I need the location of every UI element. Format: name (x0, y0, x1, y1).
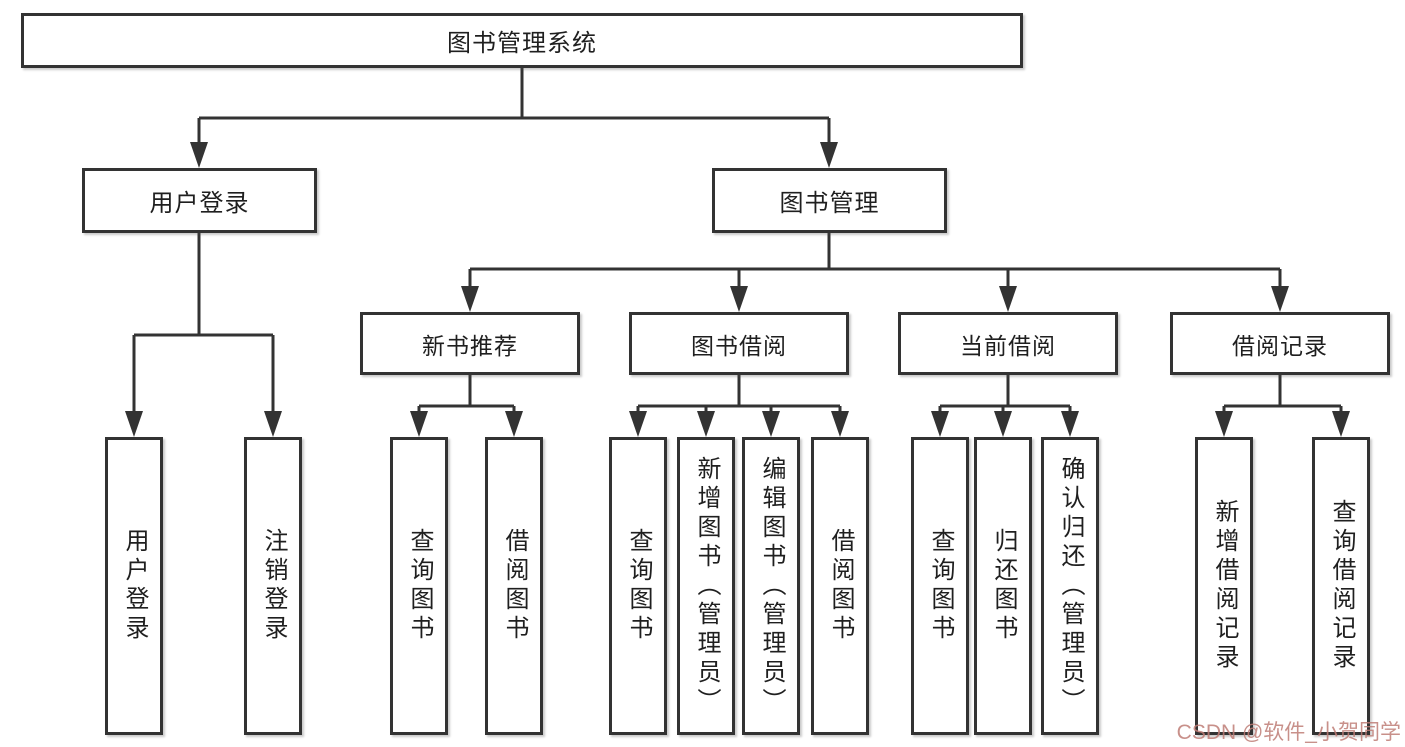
connector-book-borrow-to-leaves (629, 375, 849, 437)
leaf-query-borrow-record: 查询借阅记录 (1312, 437, 1370, 735)
node-new-book-recommendation: 新书推荐 (360, 312, 580, 375)
node-label: 用户登录 (121, 528, 148, 644)
leaf-user-login: 用户登录 (105, 437, 163, 735)
node-user-login: 用户登录 (82, 168, 317, 233)
node-book-management: 图书管理 (712, 168, 947, 233)
leaf-add-borrow-record: 新增借阅记录 (1195, 437, 1253, 735)
connector-current-borrow-to-leaves (931, 375, 1079, 437)
node-label: 图书管理 (779, 190, 880, 217)
leaf-confirm-return-admin: 确认归还（管理员） (1041, 437, 1099, 735)
leaf-query-books-borrow: 查询图书 (609, 437, 667, 735)
node-book-borrowing: 图书借阅 (629, 312, 849, 375)
node-label: 图书管理系统 (447, 30, 597, 57)
leaf-query-books-recommend: 查询图书 (390, 437, 448, 735)
node-label: 用户登录 (149, 190, 250, 217)
node-label: 借阅图书 (827, 528, 854, 644)
node-current-borrowing: 当前借阅 (898, 312, 1118, 375)
node-label: 查询图书 (625, 528, 652, 644)
connector-new-book-to-leaves (410, 375, 523, 437)
node-label: 图书借阅 (691, 332, 787, 359)
node-label: 借阅记录 (1232, 332, 1328, 359)
leaf-return-books: 归还图书 (974, 437, 1032, 735)
node-label: 新书推荐 (422, 332, 518, 359)
node-label: 注销登录 (260, 528, 287, 644)
connector-borrow-records-to-leaves (1215, 375, 1350, 437)
node-label: 查询借阅记录 (1328, 499, 1355, 673)
node-label: 归还图书 (990, 528, 1017, 644)
node-label: 查询图书 (406, 528, 433, 644)
connector-user-login-to-leaves (125, 233, 282, 437)
connector-book-management-to-modules (461, 233, 1289, 312)
leaf-query-books-current: 查询图书 (911, 437, 969, 735)
node-book-management-system: 图书管理系统 (21, 13, 1023, 68)
leaf-borrow-books-recommend: 借阅图书 (485, 437, 543, 735)
node-label: 借阅图书 (501, 528, 528, 644)
node-label: 当前借阅 (960, 332, 1056, 359)
leaf-borrow-books: 借阅图书 (811, 437, 869, 735)
connector-root-to-branches (190, 68, 838, 168)
leaf-add-books-admin: 新增图书（管理员） (677, 437, 735, 735)
node-label: 新增借阅记录 (1211, 499, 1238, 673)
leaf-logout: 注销登录 (244, 437, 302, 735)
leaf-edit-books-admin: 编辑图书（管理员） (742, 437, 800, 735)
node-label: 确认归还（管理员） (1057, 455, 1084, 717)
node-label: 新增图书（管理员） (693, 455, 720, 717)
node-borrowing-records: 借阅记录 (1170, 312, 1390, 375)
node-label: 查询图书 (927, 528, 954, 644)
node-label: 编辑图书（管理员） (758, 455, 785, 717)
csdn-watermark: CSDN @软件_小贺同学 (1176, 721, 1401, 744)
